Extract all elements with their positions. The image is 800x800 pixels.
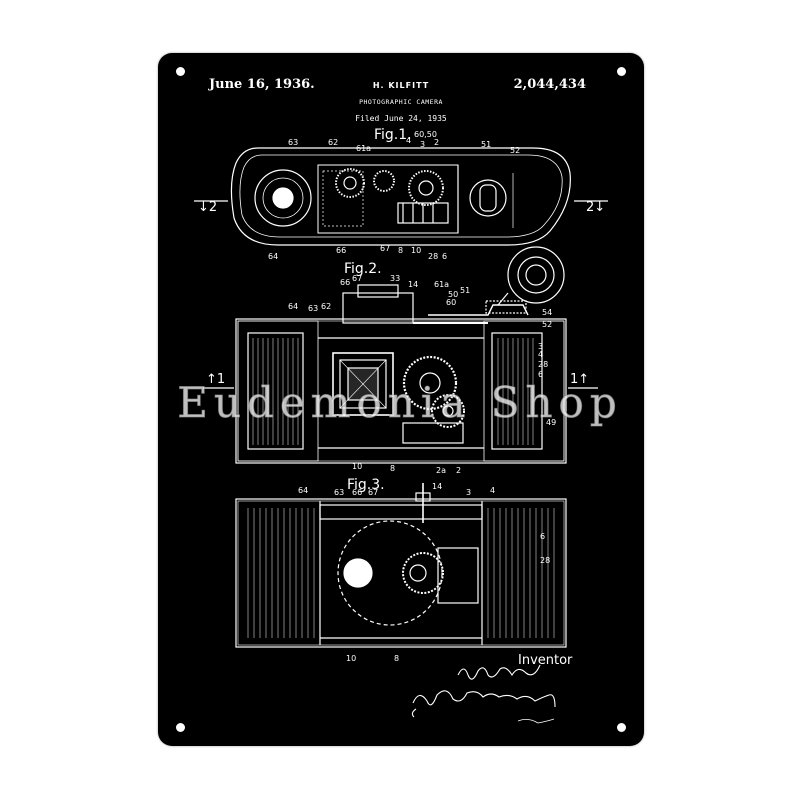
svg-text:49: 49 <box>546 418 556 427</box>
svg-text:60,50: 60,50 <box>414 130 437 139</box>
svg-text:8: 8 <box>398 246 403 255</box>
inventor-name: H. KILFITT <box>372 81 430 90</box>
svg-text:60: 60 <box>446 298 456 307</box>
mounting-hole <box>176 723 185 732</box>
fig1-drawing: ↓2 2↓ <box>194 147 608 246</box>
svg-text:14: 14 <box>432 482 442 491</box>
svg-text:6: 6 <box>540 532 545 541</box>
svg-text:6: 6 <box>442 252 447 261</box>
svg-text:62: 62 <box>328 138 338 147</box>
svg-text:↑1: ↑1 <box>206 372 225 387</box>
svg-text:8: 8 <box>394 654 399 663</box>
svg-text:52: 52 <box>510 146 520 155</box>
svg-text:10: 10 <box>346 654 356 663</box>
svg-text:28: 28 <box>428 252 438 261</box>
svg-text:63: 63 <box>288 138 298 147</box>
svg-text:4: 4 <box>490 486 495 495</box>
svg-text:52: 52 <box>542 320 552 329</box>
svg-text:66: 66 <box>352 488 362 497</box>
svg-text:1↑: 1↑ <box>570 372 589 387</box>
svg-text:63: 63 <box>334 488 344 497</box>
svg-text:2a: 2a <box>436 466 446 475</box>
svg-text:64: 64 <box>288 302 298 311</box>
svg-text:54: 54 <box>542 308 552 317</box>
fig3-label: Fig.3. <box>347 477 385 493</box>
shop-watermark: Eudemonia Shop <box>177 378 623 428</box>
svg-text:3: 3 <box>420 140 425 149</box>
svg-text:67: 67 <box>380 244 390 253</box>
fig1-label: Fig.1. <box>374 127 412 143</box>
fig3-drawing <box>235 483 567 648</box>
svg-text:66: 66 <box>336 246 346 255</box>
svg-text:61a: 61a <box>434 280 449 289</box>
svg-text:3: 3 <box>538 342 543 351</box>
svg-text:28: 28 <box>540 556 550 565</box>
signature-drawing <box>411 664 556 724</box>
patent-sign: June 16, 1936. 2,044,434 H. KILFITT PHOT… <box>158 53 644 746</box>
svg-text:↓2: ↓2 <box>198 200 217 215</box>
svg-text:10: 10 <box>411 246 421 255</box>
svg-text:50: 50 <box>448 290 458 299</box>
svg-text:2↓: 2↓ <box>586 200 605 215</box>
svg-text:66: 66 <box>340 278 350 287</box>
svg-text:2: 2 <box>456 466 461 475</box>
svg-text:14: 14 <box>408 280 418 289</box>
filed-date: Filed June 24, 1935 <box>355 114 447 123</box>
svg-text:64: 64 <box>268 252 278 261</box>
inventor-label: Inventor <box>518 653 573 668</box>
fig2-drawing: ↑1 1↑ <box>203 246 598 464</box>
mounting-hole <box>617 67 626 76</box>
fig2-label: Fig.2. <box>344 261 382 277</box>
svg-text:61a: 61a <box>356 144 371 153</box>
svg-text:64: 64 <box>298 486 308 495</box>
patent-number: 2,044,434 <box>513 77 586 92</box>
svg-text:4: 4 <box>406 136 411 145</box>
svg-text:10: 10 <box>352 462 362 471</box>
svg-text:28: 28 <box>538 360 548 369</box>
svg-text:2: 2 <box>434 138 439 147</box>
patent-drawing: ↓2 2↓ <box>194 130 608 724</box>
svg-text:8: 8 <box>390 464 395 473</box>
svg-text:67: 67 <box>352 274 362 283</box>
patent-date: June 16, 1936. <box>209 77 315 92</box>
mounting-hole <box>617 723 626 732</box>
svg-text:62: 62 <box>321 302 331 311</box>
patent-title: PHOTOGRAPHIC CAMERA <box>359 98 443 106</box>
svg-text:63: 63 <box>308 304 318 313</box>
svg-text:33: 33 <box>390 274 400 283</box>
svg-text:3: 3 <box>466 488 471 497</box>
svg-text:6: 6 <box>538 370 543 379</box>
svg-text:4: 4 <box>538 350 543 359</box>
mounting-hole <box>176 67 185 76</box>
svg-text:51: 51 <box>460 286 470 295</box>
svg-text:67: 67 <box>368 488 378 497</box>
svg-text:51: 51 <box>481 140 491 149</box>
